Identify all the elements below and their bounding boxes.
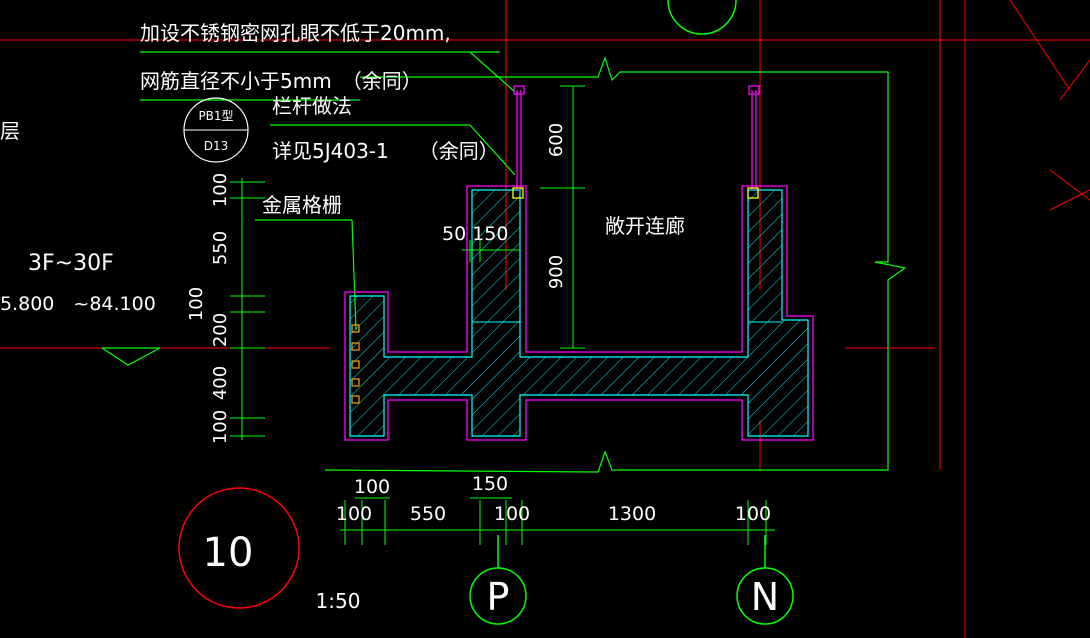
bottom-dimension-chain [340,497,775,545]
railings [512,85,760,199]
vdim-3: 200 [210,313,231,347]
vdim-1: 550 [210,231,231,265]
bdim-lower-2: 100 [494,503,530,525]
metal-grille [351,324,360,404]
detail-reference: PB1型 D13 [183,97,249,163]
bdim-upper-1: 150 [472,473,508,495]
dim-600: 600 [546,123,567,157]
detail-ref-top: PB1型 [198,109,233,123]
left-dimension-chain [230,178,265,440]
note-elevation: 5.800 ~84.100 [0,293,156,315]
bdim-lower-4: 100 [735,503,771,525]
note-railing-line1: 栏杆做法 [272,94,352,118]
vdim-5: 100 [210,410,231,444]
vdim-4: 400 [210,366,231,400]
bdim-lower-0: 100 [336,503,372,525]
note-mesh-line2: 网筋直径不小于5mm （余同） [140,69,422,93]
dim-900: 900 [546,255,567,289]
bottom-dim-labels: 100 150 100 550 100 1300 100 [336,473,771,525]
vdim-0: 100 [210,173,231,207]
detail-ref-bottom: D13 [204,139,229,153]
note-partial-char: 层 [0,119,20,143]
detail-number-circle [178,487,300,609]
bdim-lower-3: 1300 [608,503,656,525]
scale-label: 1:50 [316,589,361,613]
axis-bubbles [469,0,794,625]
note-railing-line2: 详见5J403-1 （余同） [272,139,499,163]
vdim-2: 100 [186,287,207,321]
bdim-upper-0: 100 [354,476,390,498]
note-floors: 3F~30F [28,251,114,276]
vertical-dim-labels: 100 550 100 200 400 100 [186,173,231,444]
note-mesh-line1: 加设不锈钢密网孔眼不低于20mm, [140,21,451,45]
concrete-section [344,185,814,441]
axis-label-n: N [751,575,779,619]
bdim-lower-1: 550 [410,503,446,525]
note-corridor: 敞开连廊 [605,214,685,238]
axis-label-p: P [487,575,510,619]
note-grille: 金属格栅 [262,193,342,217]
dim-50-150: 50 150 [442,223,508,245]
detail-number: 10 [203,530,254,576]
